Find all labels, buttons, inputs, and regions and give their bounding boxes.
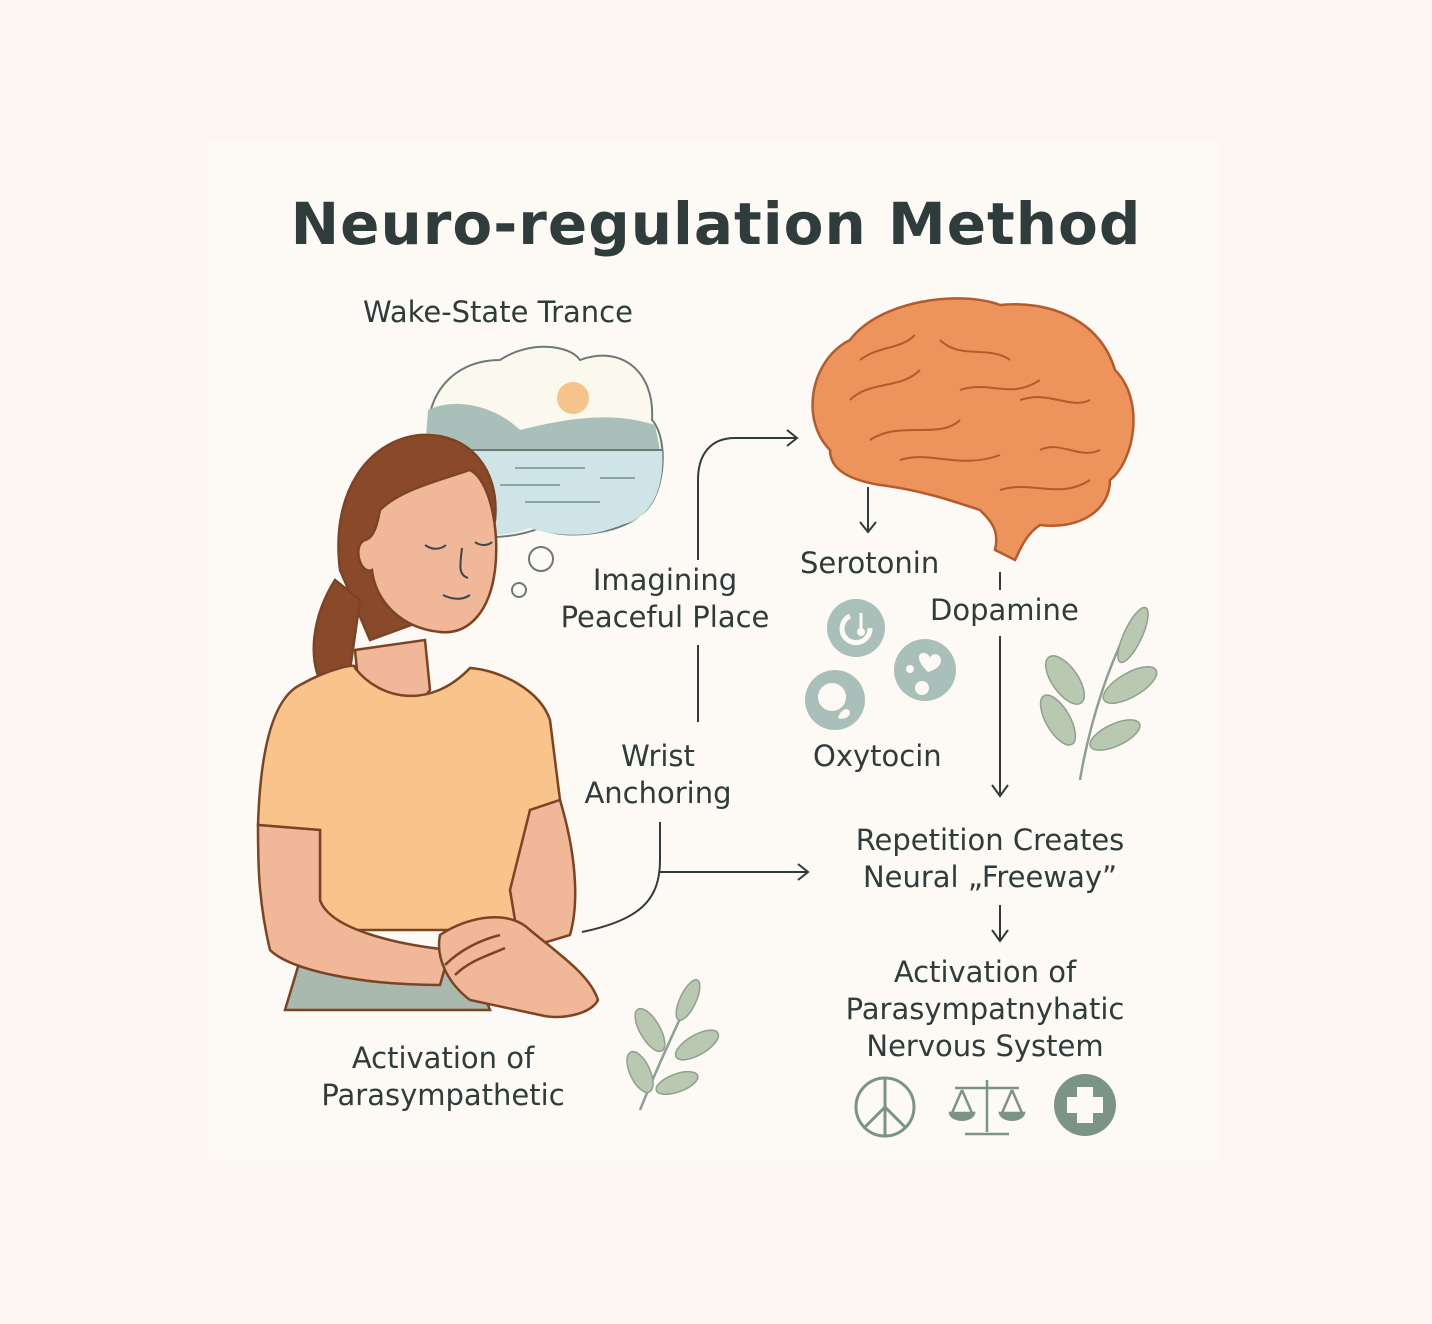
label-wrist-anchoring: Wrist Anchoring: [584, 739, 732, 810]
plus-cross-icon: [1054, 1074, 1116, 1136]
peace-icon: [854, 1076, 916, 1138]
label-wake-state-trance: Wake-State Trance: [363, 295, 633, 329]
balance-scale-icon: [948, 1080, 1026, 1136]
brain-icon: [811, 297, 1135, 562]
serotonin-bubble-icon: [827, 599, 885, 657]
woman-face: [424, 541, 493, 600]
label-serotonin: Serotonin: [800, 546, 940, 580]
page-title: Neuro-regulation Method: [290, 190, 1142, 258]
label-imagining-peaceful-place: Imagining Peaceful Place: [560, 563, 770, 634]
label-activation-parasympathetic: Activation of Parasympathetic: [321, 1041, 565, 1112]
dopamine-heart-bubble-icon: [894, 639, 956, 701]
leaf-sprig-right-icon: [1039, 606, 1158, 781]
woman-illustration: [256, 433, 600, 1019]
leaf-sprig-left-icon: [626, 979, 720, 1111]
label-repetition-freeway: Repetition Creates Neural „Freeway”: [855, 823, 1125, 894]
label-dopamine: Dopamine: [930, 593, 1079, 627]
label-activation-nervous-system: Activation of Parasympatnyhatic Nervous …: [845, 955, 1125, 1063]
flow-arrows: [581, 429, 1009, 943]
oxytocin-bubble-icon: [805, 670, 865, 730]
label-oxytocin: Oxytocin: [813, 739, 942, 773]
